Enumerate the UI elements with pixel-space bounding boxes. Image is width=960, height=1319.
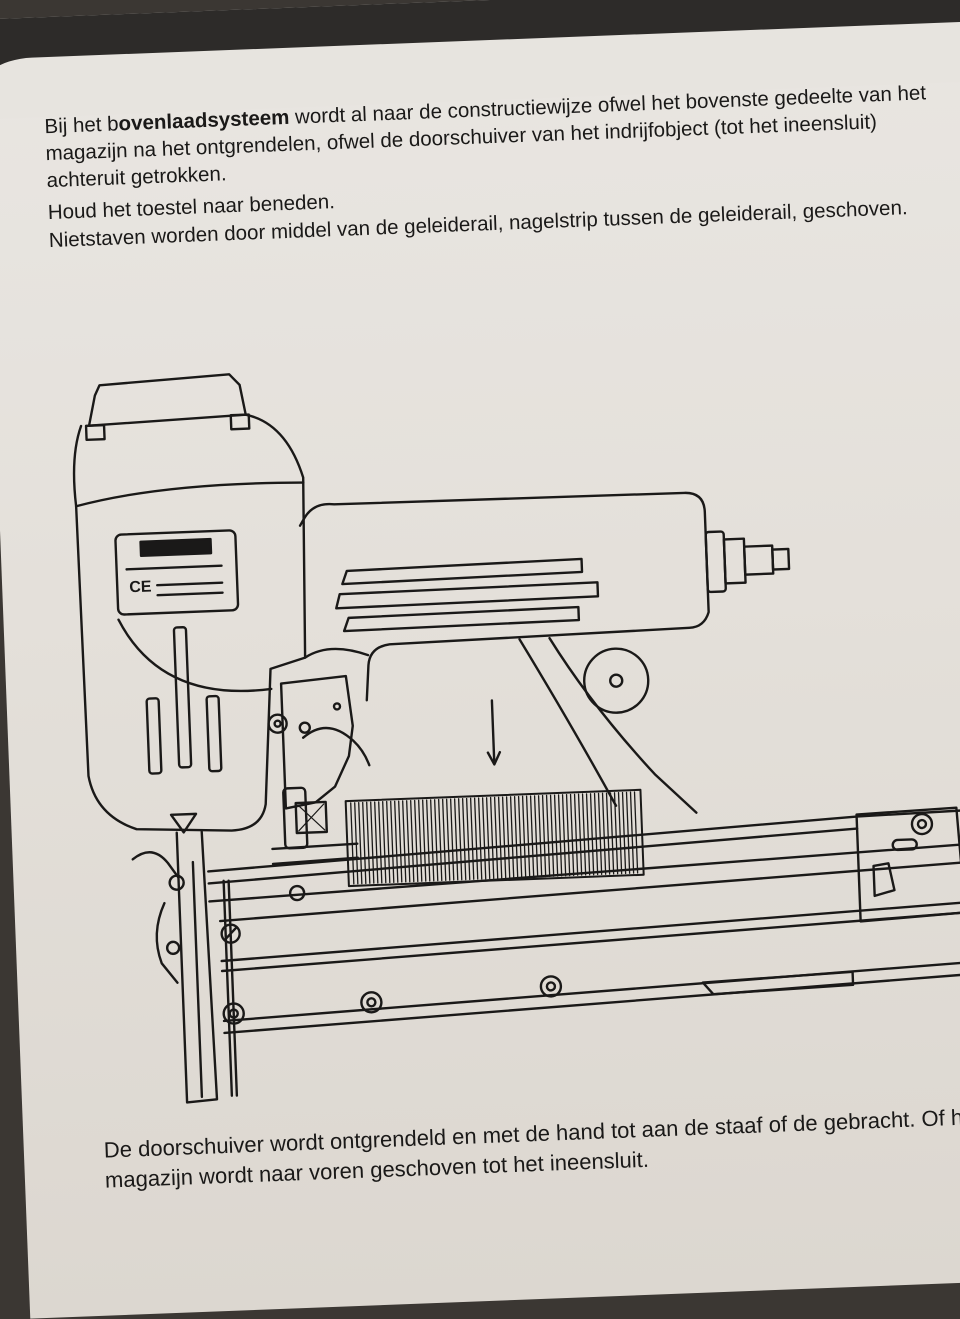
ce-mark: CE (129, 578, 152, 596)
p1-bold-term: ovenlaadsysteem (118, 105, 290, 136)
p1-text-start: Bij het b (44, 112, 120, 139)
nailer-illustration: CE (39, 332, 960, 1127)
